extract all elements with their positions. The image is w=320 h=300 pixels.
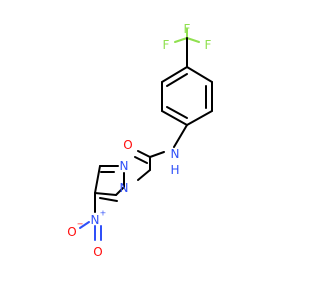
bond-ch2-n1 xyxy=(137,169,151,181)
atom-nitro-oxygen-bottom: O xyxy=(93,245,102,259)
atom-pyrazole-n1: N xyxy=(120,181,129,195)
bond-pyrazole-c5-n1 xyxy=(115,186,125,196)
atom-nitro-oxygen-top: O xyxy=(67,225,76,239)
nitro-positive-charge: + xyxy=(100,209,107,218)
bond-ring-6-inner xyxy=(166,73,188,87)
bond-carbonyl-o-2 xyxy=(134,156,148,164)
structure-svg: F F F N H O N N N + O − O xyxy=(67,22,213,259)
atom-amide-nitrogen: N xyxy=(171,147,180,161)
bond-ring-4 xyxy=(161,110,188,126)
bond-ring-3 xyxy=(186,110,213,126)
bond-ring-nh xyxy=(173,124,188,148)
atom-carbonyl-oxygen: O xyxy=(123,138,132,152)
atom-amide-hydrogen: H xyxy=(170,163,179,177)
bond-ring-6 xyxy=(161,66,188,83)
bond-c-f-right xyxy=(186,37,200,43)
atom-fluorine-right: F xyxy=(205,38,212,52)
atom-fluorine-top: F xyxy=(184,22,191,36)
bond-pyrazole-c4-c5 xyxy=(94,192,117,196)
molecule-diagram: F F F N H O N N N + O − O xyxy=(67,22,213,259)
atom-nitro-nitrogen: N xyxy=(91,213,100,227)
bond-pyrazole-c4-c5-inner xyxy=(99,197,118,202)
bond-nitro-o-top xyxy=(79,221,90,229)
bond-ring-1 xyxy=(186,66,213,83)
bond-carbonyl-o-1 xyxy=(137,150,151,158)
bond-pyrazole-c3-c4 xyxy=(94,165,101,194)
bond-ring-4-inner xyxy=(166,106,188,119)
nitro-negative-charge: − xyxy=(77,220,84,229)
atom-pyrazole-n2: N xyxy=(120,159,129,173)
bond-nh-carbonyl xyxy=(149,151,165,158)
atom-fluorine-left: F xyxy=(163,38,170,52)
bond-c-f-left xyxy=(174,37,188,43)
